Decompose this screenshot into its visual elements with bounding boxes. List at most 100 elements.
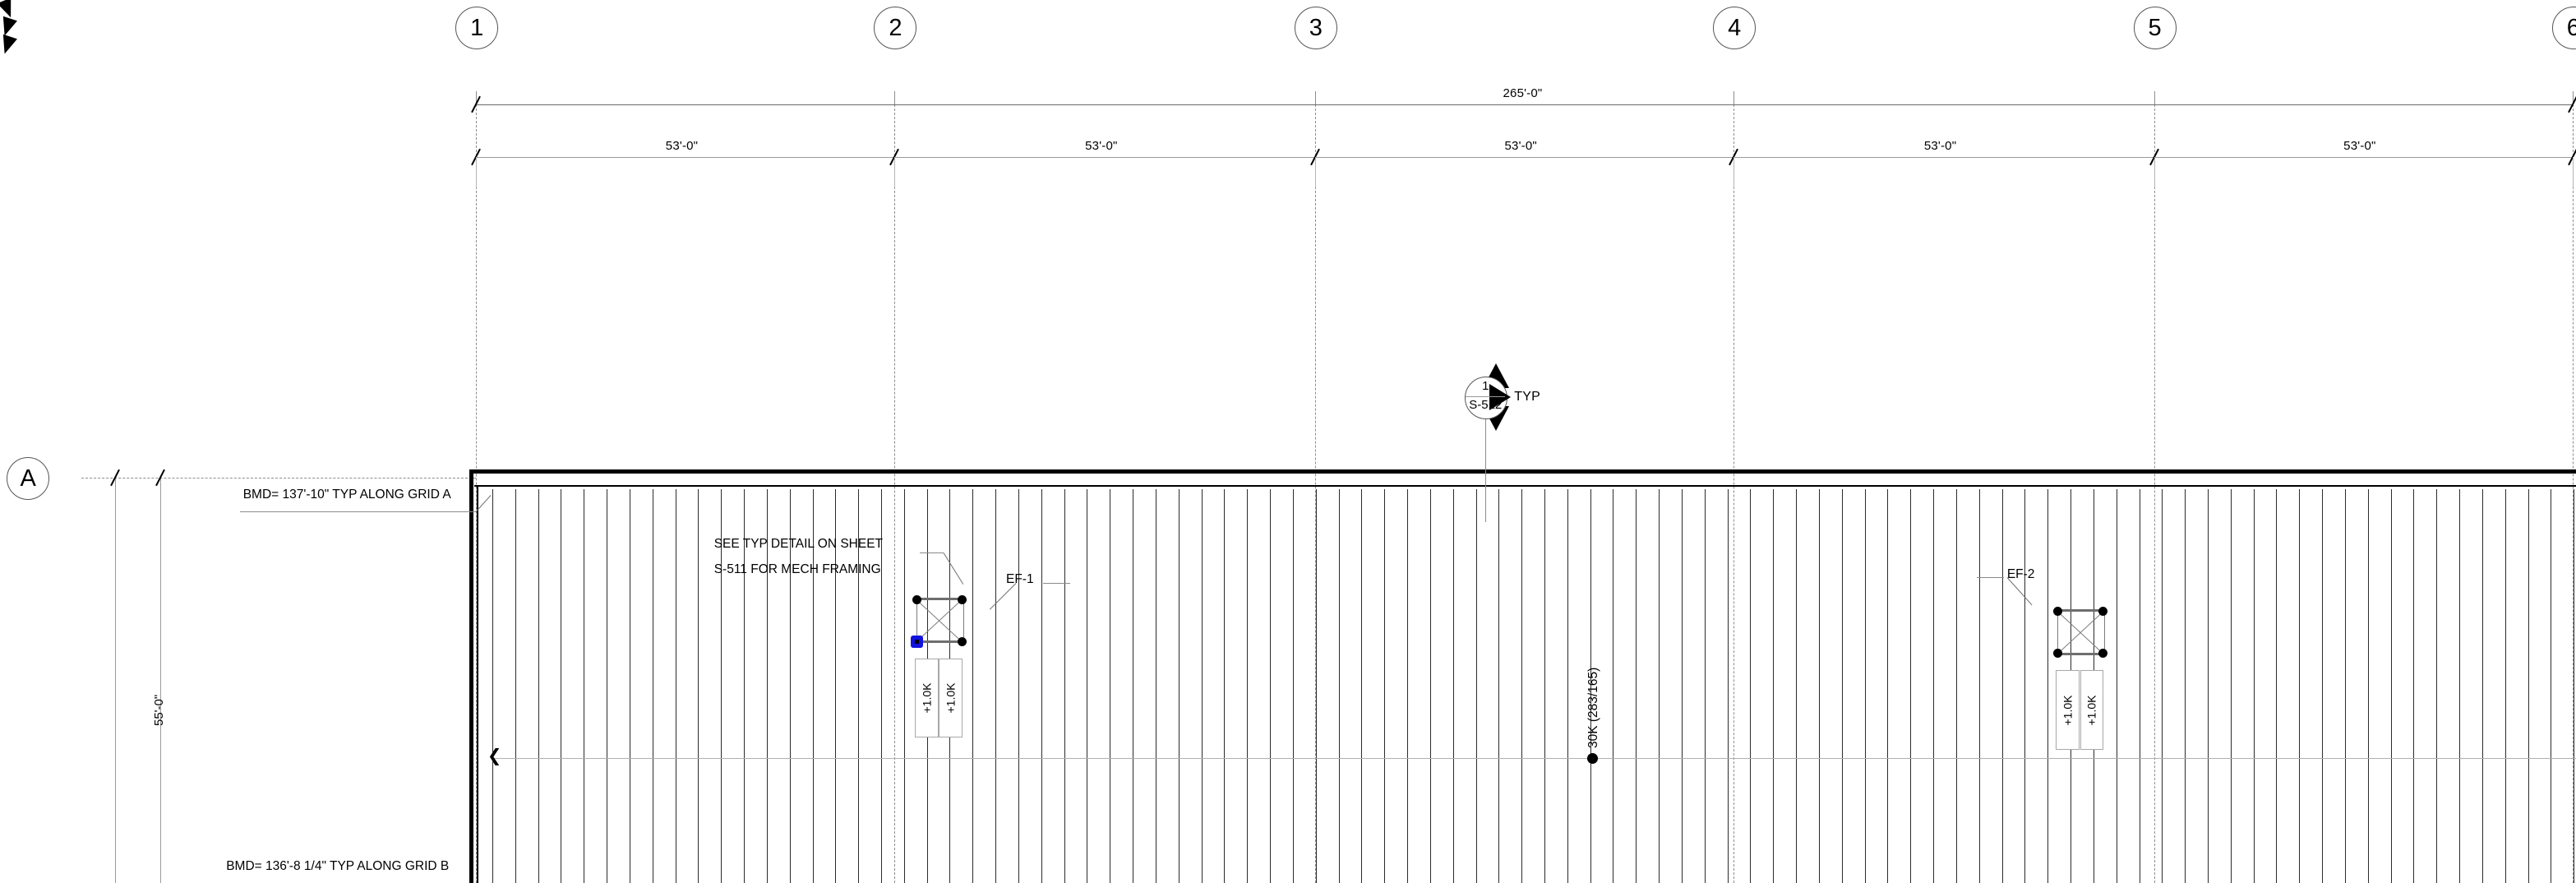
wall-left-inner — [476, 485, 478, 883]
mech-opening-node-1 — [958, 594, 967, 604]
grid-bubble-A[interactable]: A — [7, 457, 50, 501]
roof-joist — [2276, 489, 2277, 883]
roof-joist — [1979, 489, 1980, 883]
bay-dimension-line — [476, 156, 2573, 158]
roof-joist — [2162, 489, 2163, 883]
grid-bubble-label: 4 — [1728, 14, 1742, 41]
load-tag-value: +1.0K — [2061, 695, 2075, 726]
mech-unit-tag-EF-2: EF-2 — [2006, 566, 2035, 581]
roof-joist — [1270, 489, 1271, 883]
roof-joist — [2047, 489, 2048, 883]
roof-joist — [1865, 489, 1866, 883]
load-tag[interactable]: +1.0K — [939, 658, 963, 738]
grid-bubble-2[interactable]: 2 — [874, 7, 917, 50]
roof-edge-inner — [473, 485, 2576, 488]
grid-stub-2 — [894, 90, 896, 105]
roof-joist — [1430, 489, 1431, 883]
roof-joist — [1842, 489, 1843, 883]
grid-bubble-3[interactable]: 3 — [1294, 7, 1337, 50]
roof-joist — [538, 489, 539, 883]
dim-extension-1 — [894, 156, 896, 187]
load-tag-value: +1.0K — [920, 682, 934, 714]
mech-opening-node-1 — [2098, 606, 2108, 616]
roof-joist — [2024, 489, 2025, 883]
roof-joist — [492, 489, 493, 883]
roof-joist — [1498, 489, 1499, 883]
section-marker-typ-label: TYP — [1514, 389, 1540, 404]
vertical-dimension-line — [114, 478, 116, 883]
section-marker-tail — [1485, 417, 1487, 522]
load-tag[interactable]: +1.0K — [2080, 670, 2104, 750]
grid-line-6 — [2572, 104, 2574, 883]
roof-joist — [1728, 489, 1729, 883]
roof-joist — [698, 489, 699, 883]
roof-joist — [1705, 489, 1706, 883]
selected-node[interactable] — [910, 635, 923, 648]
section-marker-arrow-icon — [1489, 383, 1512, 410]
grid-bubble-1[interactable]: 1 — [455, 7, 499, 50]
roof-joist — [1247, 489, 1248, 883]
roof-joist — [1041, 489, 1042, 883]
vertical-dimension-line-2 — [160, 478, 162, 883]
roof-joist — [1384, 489, 1385, 883]
grid-bubble-4[interactable]: 4 — [1713, 7, 1757, 50]
mech-framing-note-line2: S-511 FOR MECH FRAMING — [713, 562, 881, 576]
roof-joist — [790, 489, 791, 883]
roof-joist — [1316, 489, 1317, 883]
joist-girder-span-line — [493, 758, 2576, 760]
mech-opening-header-bottom — [913, 640, 966, 644]
grid-line-1 — [476, 104, 478, 883]
grid-bubble-label: 5 — [2148, 14, 2162, 41]
roof-edge-outer — [469, 469, 2576, 474]
roof-joist — [995, 489, 996, 883]
span-arrow-right-icon: ❯ — [2574, 747, 2576, 765]
grid-stub-6 — [2572, 90, 2574, 105]
span-arrow-left-icon: ❮ — [487, 746, 502, 766]
load-tag[interactable]: +1.0K — [915, 658, 939, 738]
roof-joist — [1819, 489, 1820, 883]
vertical-dimension-text: 55'-0" — [151, 694, 166, 727]
grid-stub-3 — [1314, 90, 1316, 105]
grid-bubble-label: 6 — [2566, 14, 2576, 41]
roof-joist — [2322, 489, 2323, 883]
section-marker-detail-number: 1 — [1482, 378, 1489, 393]
point-load-node — [1586, 753, 1598, 765]
roof-joist — [721, 489, 722, 883]
roof-joist — [2482, 489, 2483, 883]
selected-node-center — [914, 639, 919, 644]
mech-opening-header-bottom — [2054, 652, 2107, 655]
roof-joist — [1202, 489, 1203, 883]
bay-dimension-text-4: 53'-0" — [1923, 138, 1957, 153]
roof-joist — [1293, 489, 1294, 883]
roof-joist — [1339, 489, 1340, 883]
mech-unit-tag-EF-1: EF-1 — [1006, 572, 1034, 587]
roof-joist — [1018, 489, 1019, 883]
roof-joist — [1590, 489, 1591, 883]
load-tag[interactable]: +1.0K — [2056, 670, 2080, 750]
mech-framing-note-leader-d — [943, 552, 964, 585]
roof-joist — [904, 489, 905, 883]
grid-bubble-5[interactable]: 5 — [2133, 7, 2177, 50]
dim-extension-3 — [1733, 156, 1735, 187]
roof-joist — [1224, 489, 1225, 883]
grid-bubble-label: A — [20, 465, 36, 492]
roof-joist — [2459, 489, 2460, 883]
dim-extension-0 — [476, 156, 478, 187]
roof-joist — [858, 489, 859, 883]
bmd-note-grid-a: BMD= 137'-10" TYP ALONG GRID A — [242, 488, 451, 502]
mech-framing-note-line1: SEE TYP DETAIL ON SHEET — [713, 537, 883, 552]
roof-joist — [767, 489, 768, 883]
grid-bubble-6[interactable]: 6 — [2551, 7, 2576, 50]
roof-joist — [1796, 489, 1797, 883]
roof-joist — [744, 489, 745, 883]
bmd-note-grid-a-underline — [239, 511, 477, 513]
bay-dimension-text-5: 53'-0" — [2343, 138, 2376, 153]
dim-extension-5 — [2572, 156, 2574, 187]
grid-line-3 — [1314, 104, 1316, 883]
roof-joist — [2505, 489, 2506, 883]
roof-joist — [1544, 489, 1545, 883]
roof-joist — [1407, 489, 1408, 883]
roof-joist — [1521, 489, 1522, 883]
